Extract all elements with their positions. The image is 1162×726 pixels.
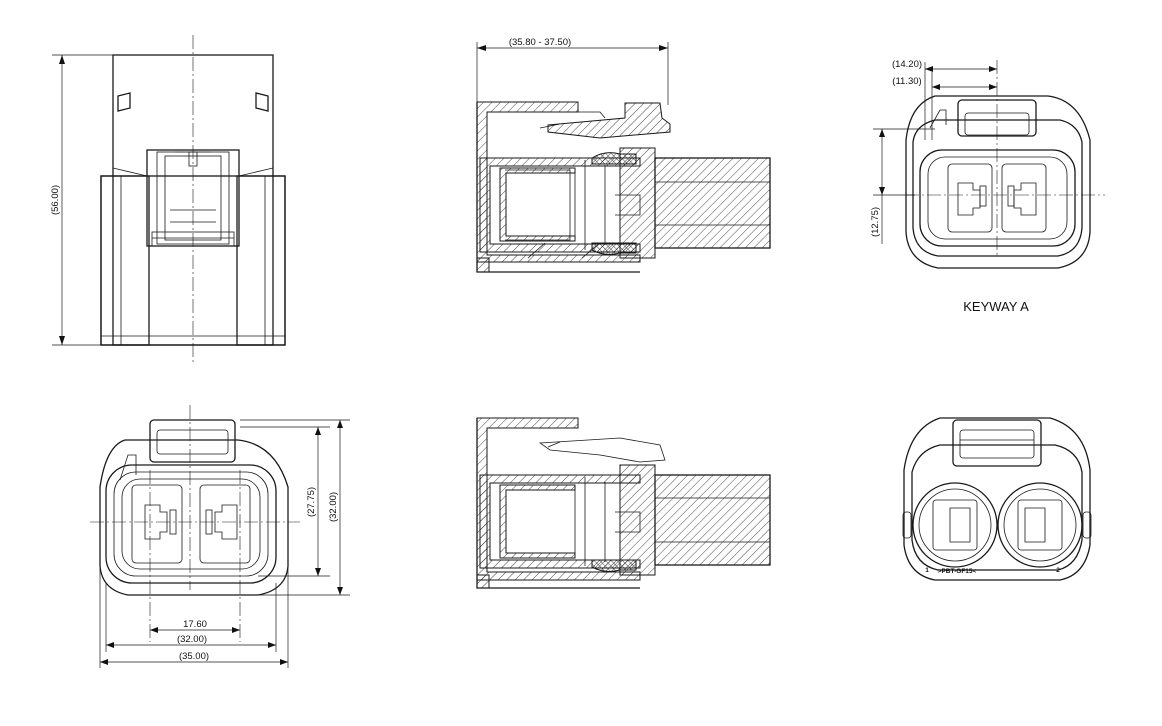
part-marking-label: >PBT-GF15< [938,568,977,575]
keyway-height-dimension: (12.75) [870,207,881,237]
side-length-dimension: (35.80 - 37.50) [509,37,571,48]
cavity-2-label: 2 [1056,567,1060,574]
rear-outer-height-dimension: (32.00) [328,492,339,522]
front-elevation-view [52,35,286,362]
mating-face-view [90,405,350,668]
keyway-offset-2-dimension: (11.30) [892,76,921,87]
side-section-view [476,42,771,273]
pitch-dimension: 17.60 [183,619,207,630]
side-section-view-2 [476,417,771,589]
outer-width-dimension: (35.00) [179,651,209,662]
keyway-offset-1-dimension: (14.20) [892,59,922,70]
keyway-label: KEYWAY A [963,299,1029,314]
front-height-dimension: (56.00) [50,185,61,215]
keyway-a-view [873,60,1105,269]
inner-width-dimension: (32.00) [177,634,207,645]
terminal-end-view [902,417,1092,581]
cavity-1-label: 1 [925,567,929,574]
rear-inner-height-dimension: (27.75) [306,487,317,517]
